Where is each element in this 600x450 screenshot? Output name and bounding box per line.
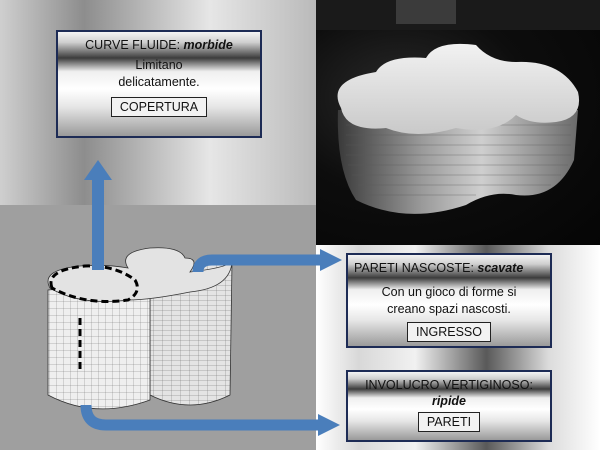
model-photo-graphic — [316, 0, 600, 214]
ingresso-title-emphasis: scavate — [477, 261, 524, 275]
ingresso-line2: creano spazi nascosti. — [387, 302, 511, 316]
ingresso-title-text: PARETI NASCOSTE: — [354, 261, 478, 275]
pareti-title-emphasis: ripide — [431, 394, 467, 408]
copertura-description: Limitano delicatamente. — [58, 57, 260, 91]
pareti-title: INVOLUCRO VERTIGINOSO: — [365, 378, 533, 392]
model-photo — [316, 0, 600, 245]
copertura-title-text: CURVE FLUIDE: — [85, 38, 184, 52]
ingresso-box: PARETI NASCOSTE: scavate Con un gioco di… — [346, 253, 552, 348]
copertura-tag: COPERTURA — [110, 97, 208, 117]
copertura-title: CURVE FLUIDE: morbide — [58, 32, 260, 52]
arrow-to-pareti — [80, 404, 340, 436]
ingresso-description: Con un gioco di forme si creano spazi na… — [348, 284, 550, 318]
copertura-box: CURVE FLUIDE: morbide Limitano delicatam… — [56, 30, 262, 138]
ingresso-tag: INGRESSO — [407, 322, 491, 342]
copertura-line1: Limitano — [135, 58, 183, 72]
pareti-box: INVOLUCRO VERTIGINOSO: ripide PARETI — [346, 370, 552, 442]
arrow-to-copertura — [84, 160, 112, 270]
building-model — [47, 247, 233, 410]
ingresso-title: PARETI NASCOSTE: scavate — [348, 255, 550, 275]
copertura-line2: delicatamente. — [118, 75, 200, 89]
pareti-tag: PARETI — [417, 412, 481, 432]
ingresso-line1: Con un gioco di forme si — [381, 285, 517, 299]
arrow-to-ingresso — [192, 249, 342, 273]
copertura-title-emphasis: morbide — [183, 38, 233, 52]
